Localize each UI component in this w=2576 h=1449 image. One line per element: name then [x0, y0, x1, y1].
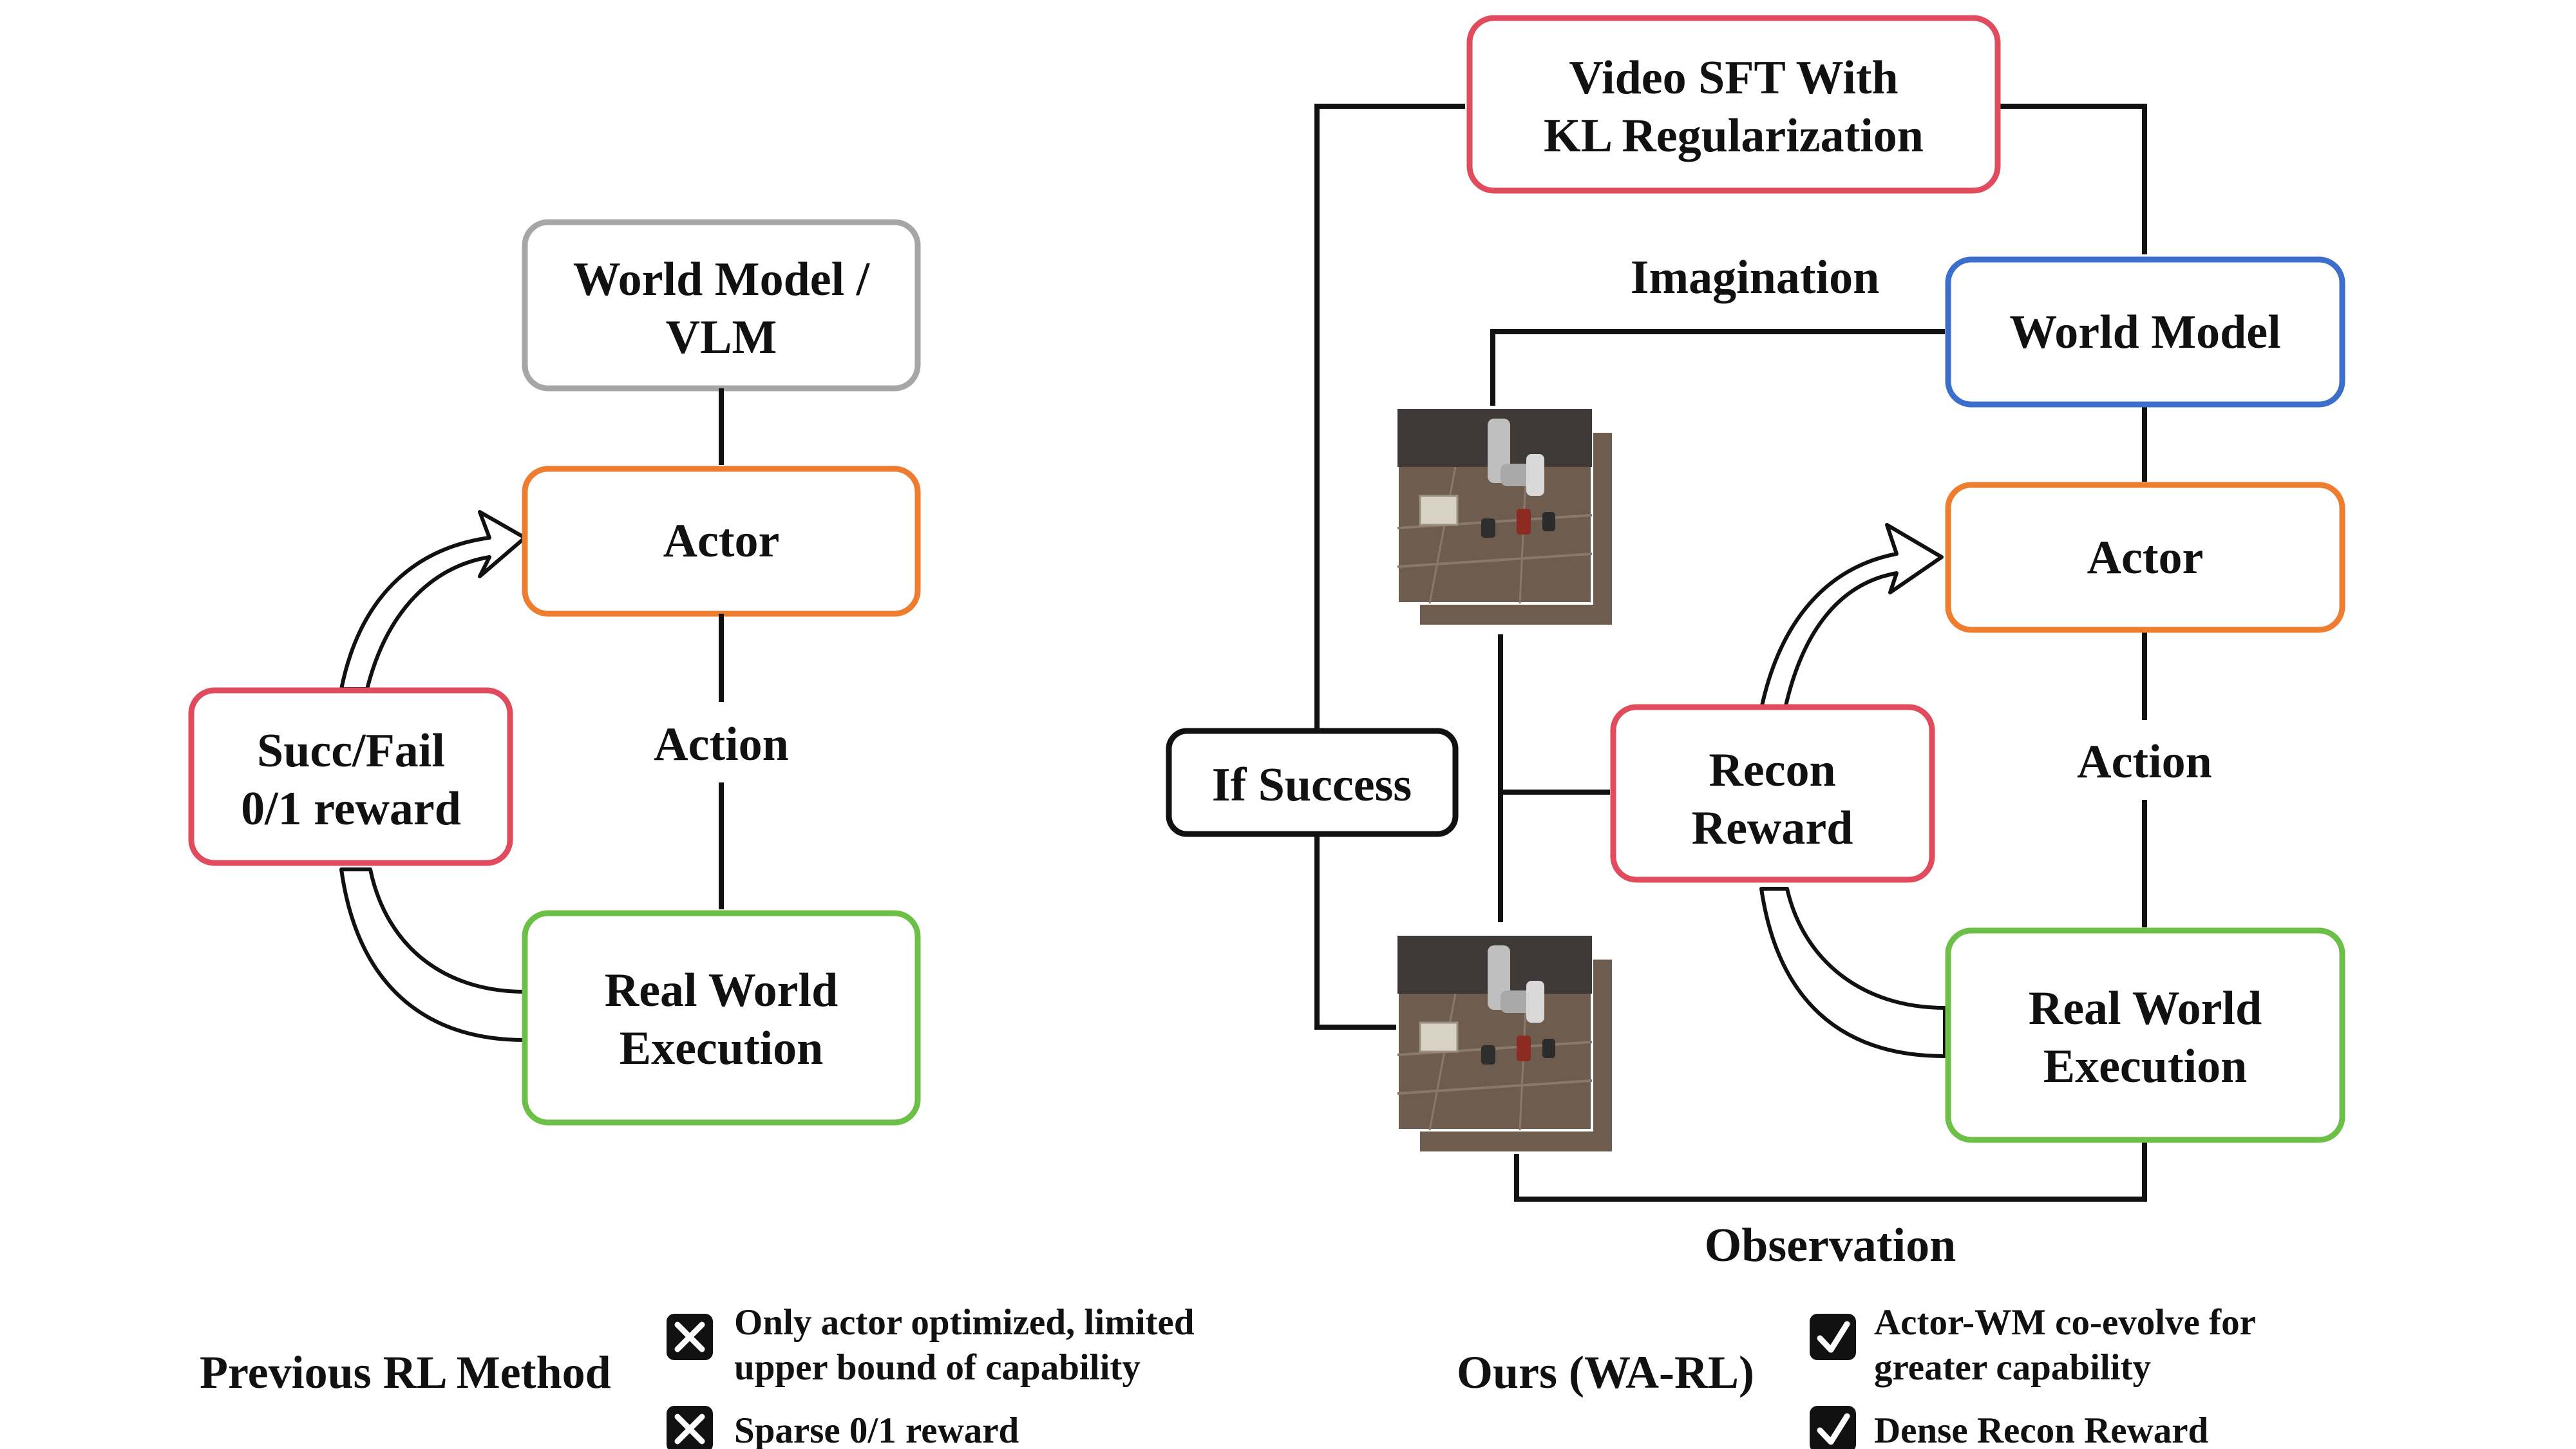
right-arrow-sft-to-wm	[1996, 104, 2147, 255]
right-real-world-line1: Real World	[2029, 982, 2262, 1035]
footer-previous: Previous RL Method Only actor optimized,…	[200, 1302, 1195, 1449]
cross-icon	[667, 1406, 713, 1449]
recon-reward-box: Recon Reward	[1610, 704, 1935, 883]
right-feedback-arc-down	[1759, 887, 1947, 1058]
footer-ours-item2: Dense Recon Reward	[1874, 1410, 2209, 1449]
footer-previous-item2: Sparse 0/1 reward	[734, 1410, 1019, 1449]
left-real-world-line2: Execution	[620, 1022, 824, 1075]
left-world-model-line2: VLM	[666, 311, 777, 364]
video-sft-box: Video SFT With KL Regularization	[1466, 15, 2001, 194]
observation-label: Observation	[1705, 1219, 1956, 1272]
cross-icon	[667, 1314, 713, 1360]
imagined-frames	[1396, 408, 1615, 627]
left-real-world-line1: Real World	[605, 964, 838, 1017]
left-reward-box: Succ/Fail 0/1 reward	[188, 687, 513, 866]
observed-frames	[1396, 934, 1615, 1154]
video-sft-line2: KL Regularization	[1544, 109, 1924, 162]
left-world-model-box: World Model / VLM	[522, 219, 921, 392]
left-real-world-box: Real World Execution	[522, 910, 921, 1126]
recon-reward-line2: Reward	[1692, 802, 1853, 855]
footer-ours-title: Ours (WA-RL)	[1457, 1347, 1754, 1398]
right-arrow-observation	[1514, 1140, 2147, 1202]
footer-ours-item1-line2: greater capability	[1874, 1347, 2151, 1388]
if-success-label: If Success	[1212, 759, 1412, 811]
right-loop-line-success	[1314, 104, 1465, 1030]
footer-previous-item1-line1: Only actor optimized, limited	[734, 1302, 1195, 1343]
footer-ours-item1-line1: Actor-WM co-evolve for	[1874, 1302, 2256, 1343]
footer-previous-title: Previous RL Method	[200, 1347, 611, 1398]
recon-reward-line1: Recon	[1709, 744, 1835, 797]
check-icon	[1810, 1314, 1856, 1360]
left-world-model-line1: World Model /	[573, 253, 871, 306]
left-feedback-arc-down	[339, 867, 527, 1042]
left-actor-box: Actor	[522, 466, 921, 617]
right-feedback-arrow-up	[1759, 523, 1944, 710]
video-sft-line1: Video SFT With	[1569, 52, 1898, 104]
right-real-world-box: Real World Execution	[1945, 927, 2345, 1143]
imagination-label: Imagination	[1631, 251, 1880, 304]
right-actor-label: Actor	[2087, 531, 2204, 584]
right-action-label: Action	[2077, 735, 2212, 788]
right-actor-box: Actor	[1945, 482, 2345, 633]
right-real-world-line2: Execution	[2043, 1040, 2248, 1093]
footer-ours: Ours (WA-RL) Actor-WM co-evolve for grea…	[1457, 1302, 2256, 1449]
left-action-label: Action	[654, 718, 789, 771]
footer-previous-item1-line2: upper bound of capability	[734, 1347, 1141, 1388]
right-world-model-box: World Model	[1945, 256, 2345, 408]
right-world-model-label: World Model	[2009, 306, 2280, 359]
left-feedback-arrow-up	[339, 510, 527, 691]
right-arrow-imagination	[1490, 329, 1945, 406]
check-icon	[1810, 1406, 1856, 1449]
left-reward-line1: Succ/Fail	[257, 724, 445, 777]
left-actor-label: Actor	[663, 515, 780, 567]
left-reward-line2: 0/1 reward	[241, 782, 461, 835]
if-success-box: If Success	[1166, 728, 1459, 837]
